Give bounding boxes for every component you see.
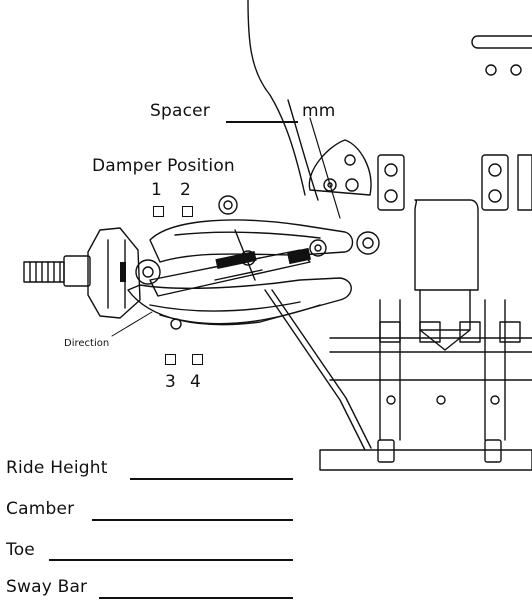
damper-position-title: Damper Position [92,156,235,176]
damper-position-2-checkbox[interactable] [182,206,193,217]
sway-bar-label: Sway Bar [6,577,88,597]
damper-position-1-label: 1 [151,180,163,200]
damper-position-3-checkbox[interactable] [165,354,176,365]
spacer-label: Spacer [150,101,210,121]
damper-position-4-checkbox[interactable] [192,354,203,365]
direction-label: Direction [64,338,110,349]
toe-fill-line[interactable] [49,559,293,561]
damper-position-1-checkbox[interactable] [153,206,164,217]
sway-bar-fill-line[interactable] [99,597,293,599]
toe-label: Toe [6,540,35,560]
spacer-fill-line [226,121,298,123]
damper-position-3-label: 3 [165,372,177,392]
spacer-unit: mm [302,101,336,121]
ride-height-fill-line[interactable] [130,478,293,480]
damper-position-4-label: 4 [190,372,202,392]
ride-height-label: Ride Height [6,458,108,478]
camber-label: Camber [6,499,75,519]
damper-position-2-label: 2 [180,180,192,200]
camber-fill-line[interactable] [92,519,293,521]
